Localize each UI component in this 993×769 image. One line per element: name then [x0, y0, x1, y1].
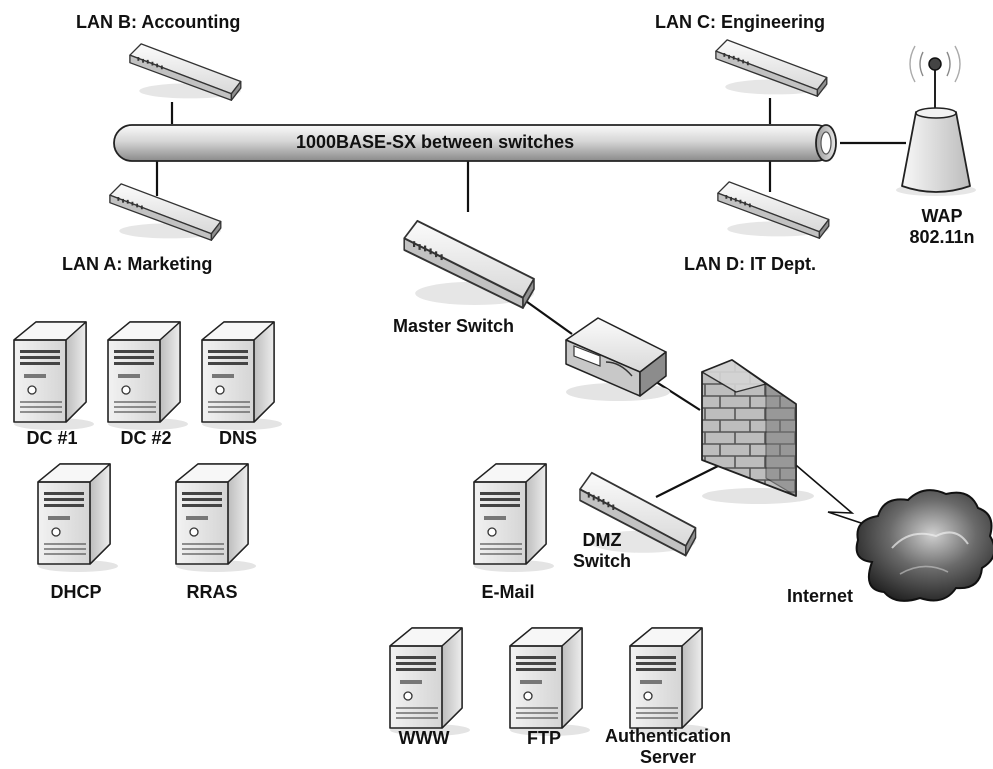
lan-c-label: LAN C: Engineering	[655, 12, 825, 32]
link-firewall-internet	[789, 459, 889, 533]
dc1-label: DC #1	[26, 428, 78, 448]
dhcp-label: DHCP	[50, 582, 102, 602]
rras-label: RRAS	[186, 582, 238, 602]
server-auth	[629, 627, 711, 737]
link-router-firewall	[649, 377, 701, 411]
firewall	[701, 359, 814, 504]
auth-server-label-line1: Authentication	[605, 726, 731, 746]
dmz-switch-label-line2: Switch	[572, 551, 632, 571]
wap-device	[896, 45, 976, 196]
server-www	[389, 627, 471, 737]
dns-label: DNS	[218, 428, 258, 448]
auth-server-label: Authentication Server	[605, 726, 731, 768]
dmz-switch-label: DMZ Switch	[573, 530, 631, 572]
email-label: E-Mail	[481, 582, 535, 602]
backbone-cable	[113, 124, 837, 162]
www-label: WWW	[398, 728, 450, 748]
lan-a-switch	[109, 183, 222, 241]
backbone-label: 1000BASE-SX between switches	[296, 132, 575, 152]
wap-label-line1: WAP	[921, 206, 963, 226]
server-email	[473, 463, 555, 573]
lan-d-label: LAN D: IT Dept.	[684, 254, 816, 274]
internet-cloud	[855, 489, 993, 602]
lan-b-label: LAN B: Accounting	[76, 12, 241, 32]
server-ftp	[509, 627, 591, 737]
router	[565, 317, 670, 401]
lan-d-switch	[717, 181, 830, 239]
lan-c-switch	[715, 39, 828, 97]
lan-b-switch	[129, 43, 242, 101]
wap-label: WAP 802.11n	[909, 206, 974, 248]
auth-server-label-line2: Server	[639, 747, 697, 767]
server-dc1	[13, 321, 95, 431]
master-switch	[403, 219, 536, 309]
lan-a-label: LAN A: Marketing	[62, 254, 213, 274]
ftp-label: FTP	[527, 728, 561, 748]
dmz-switch-label-line1: DMZ	[582, 530, 622, 550]
wap-label-line2: 802.11n	[909, 227, 975, 247]
internet-label: Internet	[787, 586, 854, 606]
server-rras	[175, 463, 257, 573]
master-switch-label: Master Switch	[393, 316, 515, 336]
server-dhcp	[37, 463, 119, 573]
dc2-label: DC #2	[120, 428, 172, 448]
server-dns	[201, 321, 283, 431]
server-dc2	[107, 321, 189, 431]
